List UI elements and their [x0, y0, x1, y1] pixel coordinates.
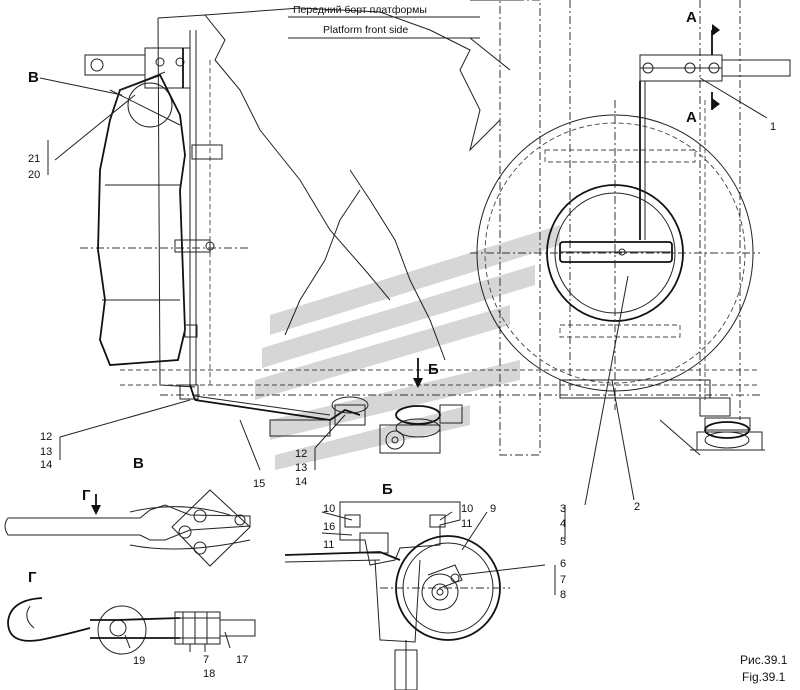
central-winch: [269, 358, 463, 454]
upper-bracket-right: [639, 24, 791, 400]
callout-19: 19: [133, 655, 145, 667]
callout-11-right: 11: [461, 518, 472, 530]
callout-3: 3: [560, 503, 566, 515]
callout-5: 5: [560, 536, 566, 548]
callout-4: 4: [560, 518, 566, 530]
callout-18: 18: [203, 668, 215, 680]
callout-12-left: 12: [40, 431, 52, 443]
detail-v-plate: [4, 489, 251, 567]
frame-structure: [80, 0, 760, 456]
left-holder-assembly: [84, 47, 223, 366]
callout-14-left: 14: [40, 459, 52, 471]
callout-10-left: 10: [323, 503, 335, 515]
callout-20: 20: [28, 169, 40, 181]
callout-15: 15: [253, 478, 265, 490]
callout-7-left: 7: [203, 654, 209, 666]
callout-2: 2: [634, 501, 640, 513]
view-label-v-detail: В: [133, 455, 144, 472]
callout-17: 17: [236, 654, 248, 666]
platform-front-side-outline: [157, 0, 520, 388]
view-label-v-top: В: [28, 69, 39, 86]
view-label-g-detail: Г: [28, 569, 37, 586]
callout-14-center: 14: [295, 476, 307, 488]
callout-13-center: 13: [295, 462, 307, 474]
lower-right-mount: [659, 397, 765, 456]
callout-16: 16: [323, 521, 335, 533]
callout-6: 6: [560, 558, 566, 570]
callout-11-left: 11: [323, 539, 334, 551]
view-label-b-detail: Б: [382, 481, 393, 498]
callout-21: 21: [28, 153, 40, 165]
figure-caption-ru: Рис.39.1: [740, 653, 788, 667]
section-label-a-bottom: А: [686, 109, 697, 126]
view-label-b-arrow: Б: [428, 361, 439, 378]
leader-lines: [39, 16, 768, 649]
callout-13-left: 13: [40, 446, 52, 458]
detail-g-hook: [7, 597, 256, 655]
header-title-ru: Передний борт платформы: [293, 4, 427, 16]
callout-8: 8: [560, 589, 566, 601]
callout-1: 1: [770, 121, 776, 133]
callout-12-center: 12: [295, 448, 307, 460]
header-title-en: Platform front side: [323, 24, 408, 36]
spare-wheel: [470, 100, 760, 410]
section-label-a-top: А: [686, 9, 697, 26]
callout-10-right: 10: [461, 503, 473, 515]
view-label-g-arrow: Г: [82, 487, 91, 504]
callout-9: 9: [490, 503, 496, 515]
figure-caption-en: Fig.39.1: [742, 670, 786, 684]
detail-b-winch: [284, 501, 510, 690]
callout-7-right: 7: [560, 574, 566, 586]
